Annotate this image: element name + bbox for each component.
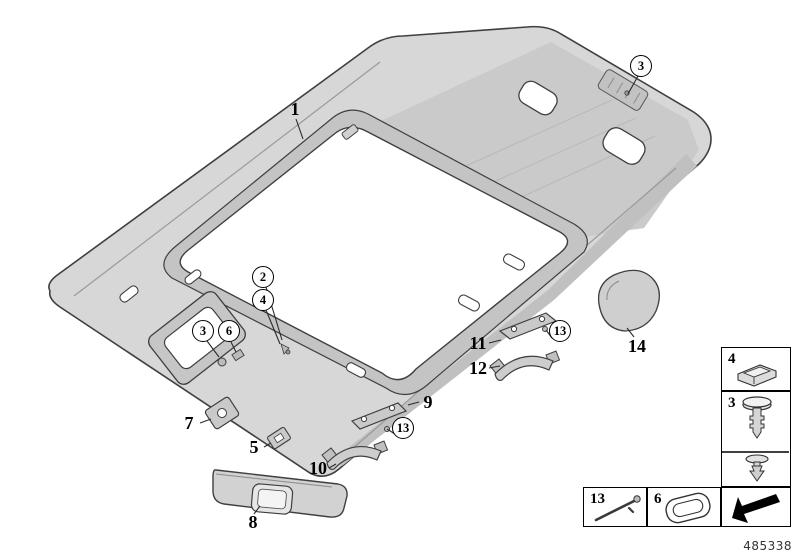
bracket-7 bbox=[204, 396, 240, 430]
callout-8[interactable]: 8 bbox=[248, 512, 258, 532]
direction-arrow-icon bbox=[732, 494, 780, 523]
legend-box-rivet[interactable]: 3 bbox=[721, 391, 791, 487]
drawing-number: 485338 bbox=[743, 539, 792, 553]
legend-label-gasket: 6 bbox=[654, 491, 662, 507]
grab-handle-front bbox=[321, 440, 389, 470]
gasket-icon bbox=[665, 492, 711, 524]
rear-cutouts bbox=[518, 69, 649, 165]
callout-13-mid[interactable]: 13 bbox=[392, 417, 414, 439]
callout-3-top[interactable]: 3 bbox=[630, 55, 652, 77]
callout-13-right[interactable]: 13 bbox=[549, 320, 571, 342]
callout-6-mid[interactable]: 6 bbox=[218, 320, 240, 342]
clip-5 bbox=[267, 426, 291, 450]
callout-3-mid[interactable]: 3 bbox=[192, 320, 214, 342]
vanity-mirror bbox=[250, 483, 294, 515]
clip-icon bbox=[737, 364, 777, 387]
legend-label-rivet: 3 bbox=[728, 395, 736, 411]
callout-12[interactable]: 12 bbox=[469, 358, 487, 378]
callout-14[interactable]: 14 bbox=[628, 336, 646, 356]
callout-4[interactable]: 4 bbox=[252, 289, 274, 311]
callout-10[interactable]: 10 bbox=[309, 458, 327, 478]
callout-1[interactable]: 1 bbox=[290, 99, 300, 119]
pin-icon bbox=[594, 495, 641, 522]
callout-7[interactable]: 7 bbox=[184, 413, 194, 433]
legend-box-pin[interactable]: 13 bbox=[583, 487, 647, 527]
callout-2[interactable]: 2 bbox=[252, 266, 274, 288]
trim-panel-14 bbox=[597, 269, 660, 332]
legend-box-direction[interactable] bbox=[721, 487, 791, 527]
push-rivet-icon bbox=[722, 396, 789, 482]
legend-label-pin: 13 bbox=[590, 491, 605, 507]
grab-handle-rear bbox=[489, 350, 561, 381]
callout-5[interactable]: 5 bbox=[249, 437, 259, 457]
legend-box-clip[interactable]: 4 bbox=[721, 347, 791, 391]
rear-bracket bbox=[597, 69, 649, 111]
sun-visor bbox=[212, 469, 348, 518]
legend-label-clip: 4 bbox=[728, 351, 736, 367]
sunroof-opening bbox=[163, 109, 588, 396]
legend-box-gasket[interactable]: 6 bbox=[647, 487, 721, 527]
fastener-targets bbox=[217, 90, 630, 367]
callout-11[interactable]: 11 bbox=[469, 333, 487, 353]
callout-9[interactable]: 9 bbox=[423, 392, 433, 412]
panel-slots bbox=[119, 124, 526, 378]
